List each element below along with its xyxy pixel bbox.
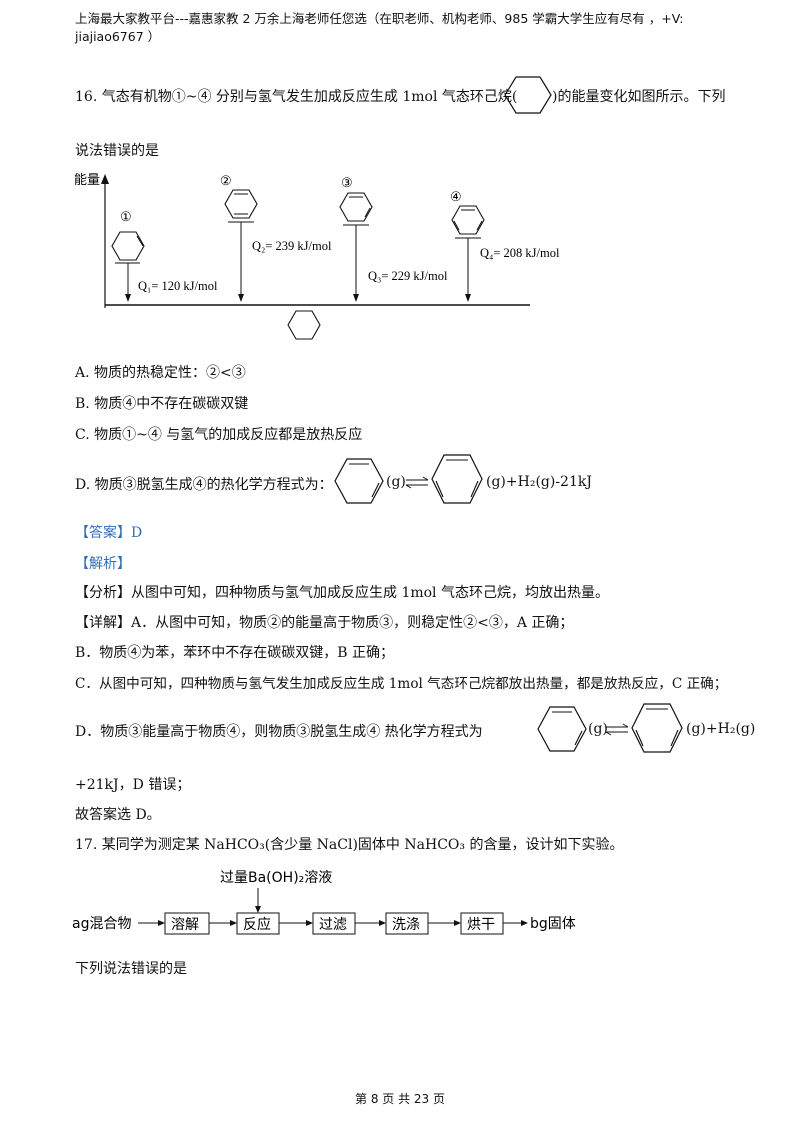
xiangjie-a: A．从图中可知，物质②的能量高于物质③，则稳定性②<③，A 正确；: [131, 615, 574, 631]
cyclohexadiene-icon-2: [537, 706, 587, 752]
xiangjie-tag: 【详解】: [75, 615, 131, 631]
analysis-tag: 【解析】: [75, 556, 131, 572]
reagent-arrow-icon: [255, 906, 261, 913]
fenxi-tag: 【分析】: [75, 585, 131, 601]
q17-stem: 17. 某同学为测定某 NaHCO₃(含少量 NaCl)固体中 NaHCO₃ 的…: [75, 837, 624, 853]
q16-stem-before: 16. 气态有机物①~④ 分别与氢气发生加成反应生成 1mol 气态环己烷(: [75, 89, 518, 105]
molecule-2-icon: [224, 189, 258, 219]
benzene-icon-2: [631, 703, 683, 753]
option-d-g1: (g): [386, 474, 406, 490]
end-label: bg固体: [530, 916, 576, 932]
q1-label: Q₁= 120 kJ/mol: [138, 279, 218, 293]
energy-diagram: 能量 ① Q₁= 120 kJ/mol ② Q₂= 239 kJ/mol ③ Q…: [74, 172, 560, 340]
explain-d-tail: (g)+H₂(g): [686, 721, 756, 737]
equilibrium-arrow-icon-2: [605, 723, 629, 736]
equilibrium-arrow-icon: [405, 476, 429, 489]
label-1: ①: [120, 209, 132, 224]
option-a: A. 物质的热稳定性：②<③: [75, 365, 246, 381]
fenxi-text: 从图中可知，四种物质与氢气加成反应生成 1mol 气态环己烷，均放出热量。: [131, 585, 609, 601]
label-4: ④: [450, 189, 462, 204]
q2-label: Q₂= 239 kJ/mol: [252, 239, 332, 253]
molecule-3-icon: [339, 192, 373, 222]
explain-b: B．物质④为苯，苯环中不存在碳碳双键，B 正确；: [75, 645, 395, 661]
cyclohexane-product-icon: [287, 310, 321, 340]
step-3: 过滤: [319, 917, 347, 933]
step-2: 反应: [243, 916, 271, 933]
explain-c: C．从图中可知，四种物质与氢气发生加成反应生成 1mol 气态环己烷都放出热量，…: [75, 676, 728, 692]
label-3: ③: [341, 175, 353, 190]
q17-prompt: 下列说法错误的是: [75, 961, 187, 977]
explain-d-g1: (g): [588, 721, 608, 737]
q16-stem-after: )的能量变化如图所示。下列: [552, 89, 726, 105]
conclusion: 故答案选 D。: [75, 807, 161, 823]
reagent-label: 过量Ba(OH)₂溶液: [220, 870, 332, 886]
axis-label-energy: 能量: [74, 172, 100, 187]
cyclohexadiene-icon: [334, 458, 384, 504]
experiment-flowchart: 过量Ba(OH)₂溶液 ag混合物 溶解 反应 过滤 洗涤 烘干 bg固体: [72, 870, 576, 935]
option-d-tail: (g)+H₂(g)-21kJ: [486, 474, 592, 490]
header-line-1: 上海最大家教平台---嘉惠家教 2 万余上海老师任您选（在职老师、机构老师、98…: [75, 11, 684, 26]
explain-d-prefix: D．物质③能量高于物质④，则物质③脱氢生成④ 热化学方程式为: [75, 724, 483, 740]
axis-arrowhead-icon: [101, 174, 109, 184]
start-label: ag混合物: [72, 916, 131, 932]
step-4: 洗涤: [392, 917, 420, 933]
option-d-prefix: D. 物质③脱氢生成④的热化学方程式为：: [75, 477, 333, 493]
molecule-4-icon: [451, 205, 485, 235]
q4-label: Q₄= 208 kJ/mol: [480, 246, 560, 260]
option-b: B. 物质④中不存在碳碳双键: [75, 396, 249, 412]
option-c: C. 物质①~④ 与氢气的加成反应都是放热反应: [75, 427, 363, 443]
q16-stem-line2: 说法错误的是: [75, 143, 159, 159]
step-1: 溶解: [171, 917, 199, 933]
label-2: ②: [220, 173, 232, 188]
explain-d2: +21kJ，D 错误；: [75, 777, 191, 793]
molecule-1-icon: [111, 231, 145, 261]
answer-tag: 【答案】D: [75, 525, 143, 541]
header-line-2: jiajiao6767 ）: [75, 29, 161, 44]
page-footer: 第 8 页 共 23 页: [355, 1092, 445, 1106]
benzene-icon: [431, 454, 483, 504]
cyclohexane-structure-icon: [504, 76, 552, 114]
q3-label: Q₃= 229 kJ/mol: [368, 269, 448, 283]
step-5: 烘干: [467, 917, 495, 933]
